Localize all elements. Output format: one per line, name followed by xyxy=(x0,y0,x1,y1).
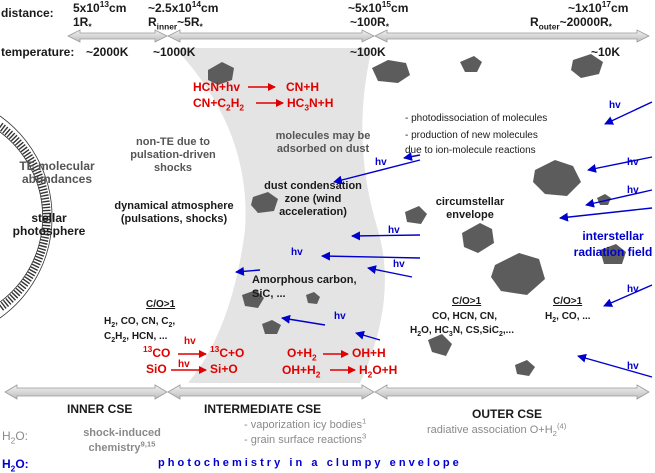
inner-photon-label-2: hv xyxy=(178,359,190,370)
reaction-4-reactants: OH+H2 xyxy=(282,363,321,380)
distance-2-value: ~2.5x1014cm xyxy=(148,0,219,15)
bottom-zone-arrows xyxy=(4,384,650,400)
product-si-o: Si+O xyxy=(210,362,238,376)
photon-label: hv xyxy=(627,185,639,196)
distance-3-value: ~5x1015cm xyxy=(348,0,409,15)
distance-label: distance: xyxy=(1,6,54,20)
photon-label: hv xyxy=(627,284,639,295)
distance-4-unit: Router~20000R* xyxy=(530,15,612,32)
outer-molecules-1a: CO, HCN, CN, xyxy=(432,311,497,322)
stellar-photosphere-label: stellar photosphere xyxy=(12,211,86,238)
distance-1-unit: 1R* xyxy=(73,15,92,32)
distance-1-value: 5x1013cm xyxy=(73,0,127,15)
photon-label: hv xyxy=(291,247,303,258)
inner-water-mechanism: shock-induced chemistry9,15 xyxy=(83,427,161,454)
photon-label: hv xyxy=(627,361,639,372)
dust-zone-band xyxy=(175,48,385,383)
te-abundances-label: TE molecular abundances xyxy=(19,159,95,186)
reaction-3-reactants: O+H2 xyxy=(287,346,317,363)
circumstellar-envelope-label: circumstellar envelope xyxy=(435,196,505,222)
distance-3-unit: ~100R* xyxy=(350,15,389,32)
top-distance-arrows xyxy=(67,29,650,43)
outer-bullet-2: - production of new molecules due to ion… xyxy=(405,130,538,156)
reaction-1-products: CN+H xyxy=(286,80,320,94)
photon-label: hv xyxy=(375,157,387,168)
photon-label: hv xyxy=(388,225,400,236)
photon-label: hv xyxy=(393,259,405,270)
intermediate-water-mechanism-2: - grain surface reactions3 xyxy=(244,431,367,446)
product-13c-o: 13C+O xyxy=(210,344,245,360)
non-te-note: non-TE due to pulsation-driven shocks xyxy=(130,136,216,175)
zone-intermediate-label: INTERMEDIATE CSE xyxy=(204,402,322,416)
stellar-photosphere-icon xyxy=(0,115,53,319)
outer-co-ratio-1: C/O>1 xyxy=(452,296,482,307)
dust-clumps xyxy=(208,54,626,376)
reaction-arrows xyxy=(171,83,356,374)
photon-label: hv xyxy=(609,100,621,111)
reactant-13co: 13CO xyxy=(143,344,171,360)
photon-arrows xyxy=(235,101,653,378)
outer-molecules-1b: H2O, HC3N, CS,SiC2,... xyxy=(410,325,514,338)
outer-molecules-2: H2, CO, ... xyxy=(545,311,591,324)
temperature-3: ~100K xyxy=(350,45,386,59)
reaction-2-reactants: CN+C2H2 xyxy=(193,96,245,113)
reaction-2-products: HC3N+H xyxy=(287,96,334,113)
inner-co-ratio: C/O>1 xyxy=(146,299,176,310)
intermediate-water-mechanism-1: - vaporization icy bodies1 xyxy=(244,416,367,431)
zone-outer-label: OUTER CSE xyxy=(472,407,543,421)
reaction-4-products: H2O+H xyxy=(359,363,398,380)
distance-4-value: ~1x1017cm xyxy=(568,0,629,15)
inner-molecule-list: H2, CO, CN, C2, C2H2, HCN, ... xyxy=(104,316,176,344)
reaction-1-reactants: HCN+hv xyxy=(193,80,241,94)
reactant-sio: SiO xyxy=(146,362,167,376)
zone-inner-label: INNER CSE xyxy=(67,402,133,416)
temperature-2: ~1000K xyxy=(153,45,196,59)
adsorbed-note: molecules may be adsorbed on dust xyxy=(275,130,371,156)
outer-water-mechanism: radiative association O+H2(4) xyxy=(427,421,567,439)
distance-2-unit: Rinner~5R* xyxy=(148,15,203,32)
dust-condensation-zone-label: dust condensation zone (wind acceleratio… xyxy=(264,180,362,219)
water-label-1: H2O: xyxy=(2,429,29,446)
photon-label: hv xyxy=(627,157,639,168)
amorphous-carbon-label: Amorphous carbon, SiC, ... xyxy=(252,274,357,300)
outer-co-ratio-2: C/O>1 xyxy=(553,296,583,307)
temperature-1: ~2000K xyxy=(86,45,129,59)
temperature-label: temperature: xyxy=(1,45,75,59)
temperature-4: ~10K xyxy=(591,45,621,59)
reaction-3-products: OH+H xyxy=(352,346,386,360)
water-label-2: H2O: xyxy=(2,457,29,473)
interstellar-radiation-label: interstellar radiation field xyxy=(573,229,653,259)
outer-bullet-1: - photodissociation of molecules xyxy=(405,113,548,124)
photon-label: hv xyxy=(334,311,346,322)
clumpy-envelope-note: p h o t o c h e m i s t r y i n a c l u … xyxy=(158,457,459,469)
dynamical-atmosphere-note: dynamical atmosphere (pulsations, shocks… xyxy=(114,200,234,226)
inner-photon-label-1: hv xyxy=(184,336,196,347)
